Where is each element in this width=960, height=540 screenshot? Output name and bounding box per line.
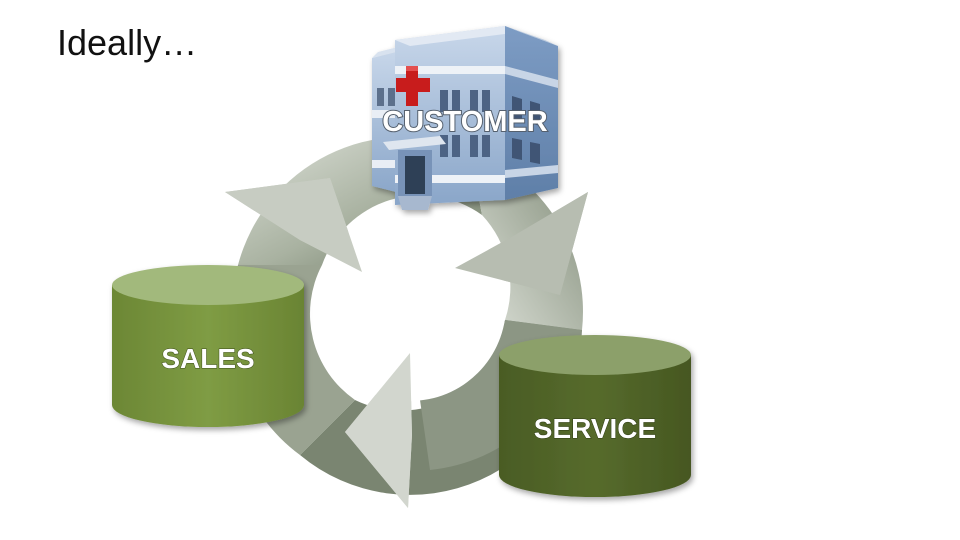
service-cylinder [499,335,691,497]
service-label: SERVICE [534,413,656,444]
slide-title: Ideally… [57,22,198,63]
hospital-building-icon [372,26,558,210]
customer-label: CUSTOMER [382,106,547,138]
sales-cylinder [112,265,304,427]
sales-label: SALES [161,343,254,374]
